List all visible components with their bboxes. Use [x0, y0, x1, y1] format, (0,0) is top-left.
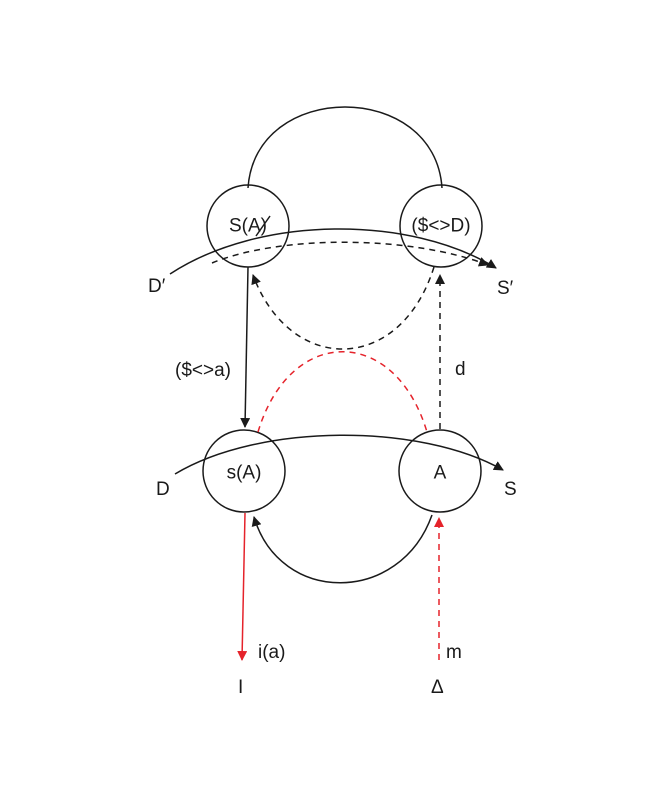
node-S-lozenge-D — [399, 184, 483, 268]
upper-dashed-curve — [211, 241, 489, 267]
imaginary-dashed-arc — [257, 351, 428, 433]
label-S: S — [504, 479, 517, 500]
label-S-prime: S′ — [497, 278, 514, 299]
upper-enclosing-arc — [247, 106, 443, 189]
node-s-A — [202, 429, 286, 513]
upper-inner-dashed-arc — [251, 266, 435, 350]
label-d: d — [455, 359, 466, 380]
lower-return-arc — [251, 514, 433, 584]
label-lozenge-a: ($<>a) — [175, 360, 231, 381]
label-Delta: Δ — [431, 677, 444, 698]
label-D-prime: D′ — [148, 276, 166, 297]
node-label-s-A: s(A) — [227, 463, 262, 484]
label-i-a: i(a) — [258, 642, 285, 663]
bar-through-A — [255, 215, 271, 237]
label-m: m — [446, 642, 462, 663]
lower-signifier-vector — [174, 434, 504, 475]
left-vertical-arrow — [240, 266, 251, 428]
label-D: D — [156, 479, 170, 500]
node-label-S-lozenge-D: ($<>D) — [411, 216, 470, 237]
node-label-A: A — [434, 463, 447, 484]
ego-ideal-arrow — [237, 512, 248, 661]
node-A — [398, 429, 482, 513]
upper-signifier-vector — [169, 228, 497, 275]
node-label-S-barred-A: S(A) — [229, 216, 267, 237]
label-I: I — [238, 677, 243, 698]
